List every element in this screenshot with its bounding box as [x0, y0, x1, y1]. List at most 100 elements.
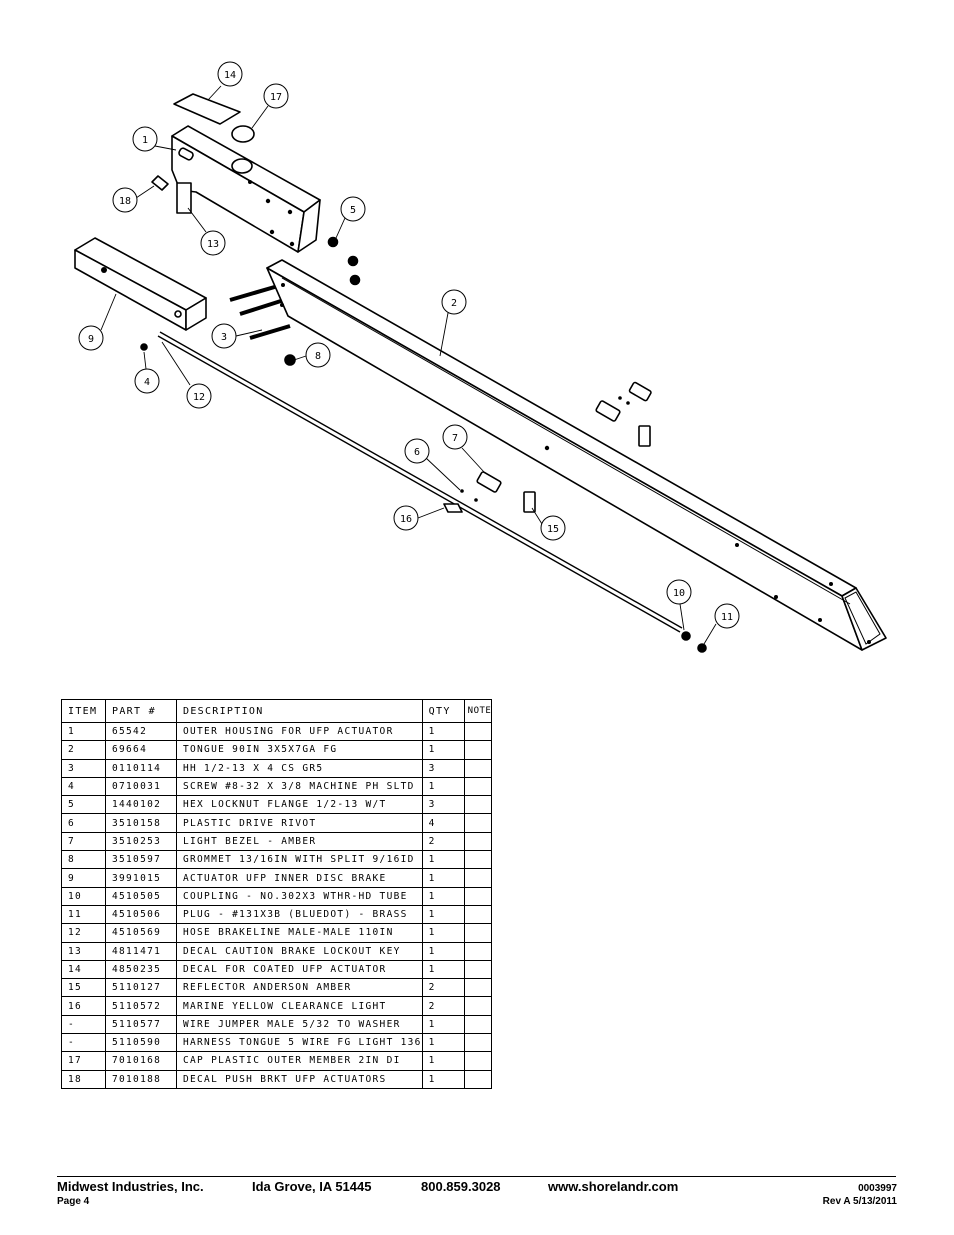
qty-cell: 1 — [421, 923, 465, 943]
svg-text:9: 9 — [88, 334, 94, 345]
footer-page-number: Page 4 — [57, 1196, 90, 1207]
note-cell — [463, 740, 493, 760]
header-description: DESCRIPTION — [176, 699, 423, 723]
header-part-number: PART # — [105, 699, 177, 723]
svg-text:3: 3 — [221, 332, 227, 343]
svg-text:18: 18 — [119, 196, 131, 207]
coupling-part-10 — [681, 631, 691, 641]
svg-text:1: 1 — [142, 135, 148, 146]
callout-13: 13 — [200, 230, 226, 256]
description-cell: HEX LOCKNUT FLANGE 1/2-13 W/T — [176, 795, 423, 815]
callout-7: 7 — [442, 424, 468, 450]
item-cell: 3 — [61, 758, 106, 778]
description-cell: ACTUATOR UFP INNER DISC BRAKE — [176, 868, 423, 888]
part-number-cell: 0710031 — [105, 776, 177, 797]
item-cell: 11 — [61, 904, 106, 925]
clearance-light-part-16 — [443, 503, 463, 513]
leader-lines — [100, 85, 717, 645]
qty-cell: 1 — [421, 1033, 465, 1053]
footer-company: Midwest Industries, Inc. — [57, 1179, 204, 1194]
qty-cell: 1 — [421, 941, 465, 961]
item-cell: 16 — [61, 996, 106, 1016]
note-cell — [463, 1033, 493, 1053]
description-cell: PLUG - #131X3B (BLUEDOT) - BRASS — [176, 904, 423, 925]
svg-text:7: 7 — [452, 433, 458, 444]
qty-cell: 1 — [421, 776, 465, 797]
item-cell: 9 — [61, 868, 106, 888]
note-cell — [463, 978, 493, 998]
description-cell: MARINE YELLOW CLEARANCE LIGHT — [176, 996, 423, 1016]
svg-text:5: 5 — [350, 205, 356, 216]
qty-cell: 1 — [421, 904, 465, 925]
part-number-cell: 4510569 — [105, 923, 177, 943]
callout-12: 12 — [186, 383, 212, 409]
svg-text:4: 4 — [144, 377, 150, 388]
callout-10: 10 — [666, 579, 692, 605]
reflector-part-15 — [523, 425, 651, 513]
footer-website[interactable]: www.shorelandr.com — [548, 1179, 679, 1194]
callout-18: 18 — [112, 187, 138, 213]
tongue-part-2 — [266, 259, 887, 651]
qty-cell: 1 — [421, 1069, 465, 1089]
note-cell — [463, 850, 493, 870]
item-cell: 7 — [61, 831, 106, 852]
drive-rivet-part-6 — [460, 396, 630, 502]
item-cell: 18 — [61, 1069, 106, 1089]
note-cell — [463, 831, 493, 852]
svg-text:13: 13 — [207, 239, 219, 250]
callout-11: 11 — [714, 603, 740, 629]
item-cell: - — [61, 1014, 106, 1035]
brake-hose-part-12 — [157, 331, 683, 633]
item-cell: 6 — [61, 813, 106, 833]
svg-text:8: 8 — [315, 351, 321, 362]
description-cell: REFLECTOR ANDERSON AMBER — [176, 978, 423, 998]
description-cell: PLASTIC DRIVE RIVOT — [176, 813, 423, 833]
inner-actuator-part-9 — [74, 237, 207, 331]
part-number-cell: 4850235 — [105, 959, 177, 980]
outer-housing-part-1 — [171, 125, 321, 253]
part-number-cell: 4510506 — [105, 904, 177, 925]
note-cell — [463, 996, 493, 1016]
table-header-row: ITEM PART # DESCRIPTION QTY NOTE — [61, 699, 493, 723]
svg-text:6: 6 — [414, 447, 420, 458]
svg-text:2: 2 — [451, 298, 457, 309]
item-cell: 10 — [61, 886, 106, 906]
decal-part-18 — [151, 175, 169, 191]
description-cell: LIGHT BEZEL - AMBER — [176, 831, 423, 852]
item-cell: 17 — [61, 1051, 106, 1071]
item-cell: 1 — [61, 721, 106, 742]
part-number-cell: 65542 — [105, 721, 177, 742]
note-cell — [463, 721, 493, 742]
svg-text:16: 16 — [400, 514, 412, 525]
description-cell: WIRE JUMPER MALE 5/32 TO WASHER — [176, 1014, 423, 1035]
description-cell: DECAL CAUTION BRAKE LOCKOUT KEY — [176, 941, 423, 961]
callout-5: 5 — [340, 196, 366, 222]
description-cell: CAP PLASTIC OUTER MEMBER 2IN DI — [176, 1051, 423, 1071]
note-cell — [463, 923, 493, 943]
description-cell: HH 1/2-13 X 4 CS GR5 — [176, 758, 423, 778]
svg-text:12: 12 — [193, 392, 205, 403]
part-number-cell: 4811471 — [105, 941, 177, 961]
footer-phone: 800.859.3028 — [421, 1179, 501, 1194]
callout-1: 1 — [132, 126, 158, 152]
item-cell: 4 — [61, 776, 106, 797]
screw-part-4 — [140, 343, 148, 351]
description-cell: DECAL FOR COATED UFP ACTUATOR — [176, 959, 423, 980]
qty-cell: 1 — [421, 1051, 465, 1071]
qty-cell: 1 — [421, 868, 465, 888]
part-number-cell: 0110114 — [105, 758, 177, 778]
footer-revision: Rev A 5/13/2011 — [822, 1196, 897, 1207]
part-number-cell: 5110577 — [105, 1014, 177, 1035]
description-cell: GROMMET 13/16IN WITH SPLIT 9/16ID — [176, 850, 423, 870]
item-cell: - — [61, 1033, 106, 1053]
